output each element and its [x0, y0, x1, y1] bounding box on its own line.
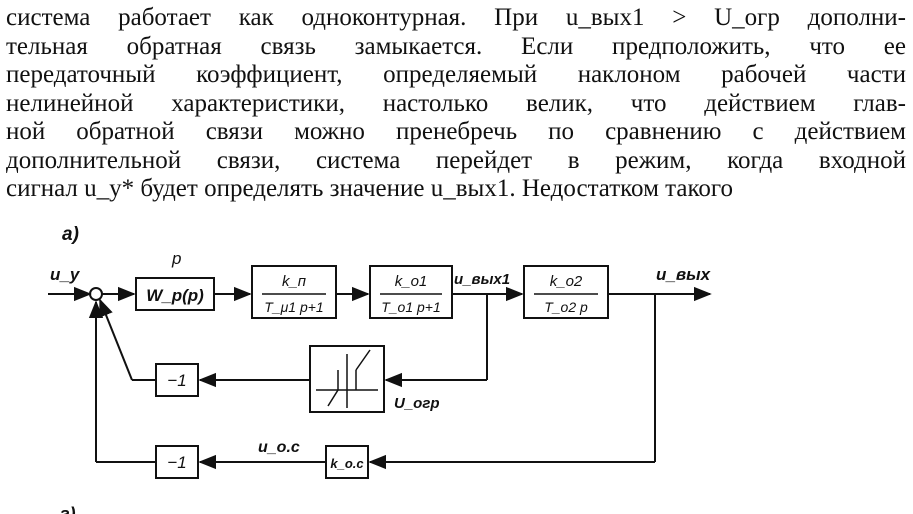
summing-junction — [89, 287, 103, 301]
block-koc-label: k_о.с — [330, 456, 364, 471]
nonlinear-characteristic — [316, 349, 378, 408]
block-ko2 — [523, 265, 609, 319]
paragraph-text: система работает как одноконтурная. При … — [6, 4, 906, 204]
block-ko1-den: T_о1 p+1 — [381, 299, 441, 315]
block-kp-den: T_μ1 p+1 — [264, 299, 323, 315]
panel-label-a: а) — [62, 224, 79, 245]
block-wp-label: W_p(p) — [146, 286, 204, 305]
text-line-5: ной обратной связи можно пренебречь по с… — [6, 118, 906, 145]
block-kp — [251, 265, 337, 319]
feedback-label: u_о.с — [258, 439, 300, 456]
panel-label-g: г) — [60, 504, 76, 514]
text-line-6: дополнительной связи, система перейдет в… — [6, 146, 906, 174]
block-kp-num: k_п — [282, 273, 306, 290]
output-label: u_вых — [656, 265, 712, 284]
text-line-7: сигнал u_у* будет определять значение u_… — [6, 175, 733, 202]
text-line-3: передаточный коэффициент, определяемый н… — [6, 61, 906, 88]
text-line-1: система работает как одноконтурная. При … — [6, 4, 906, 31]
arrow-inner-to-sum — [99, 298, 133, 381]
out1-label: u_вых1 — [454, 271, 510, 288]
text-line-4: нелинейной характеристики, настолько вел… — [6, 89, 906, 117]
inv-top-label: −1 — [167, 371, 186, 390]
block-diagram: а) u_y p W_p(p) k_п T_μ1 p+1 k_о1 T_о1 p… — [48, 224, 712, 514]
input-label: u_y — [50, 265, 81, 284]
nonlinear-label: U_огр — [394, 395, 440, 412]
block-ko1-num: k_о1 — [395, 273, 428, 290]
text-line-2: тельная обратная связь замыкается. Если … — [6, 32, 906, 60]
inv-bottom-label: −1 — [167, 453, 186, 472]
param-label: p — [171, 249, 181, 268]
block-ko2-den: T_о2 p — [544, 299, 588, 315]
block-ko1 — [369, 265, 453, 319]
block-ko2-num: k_о2 — [550, 273, 583, 290]
